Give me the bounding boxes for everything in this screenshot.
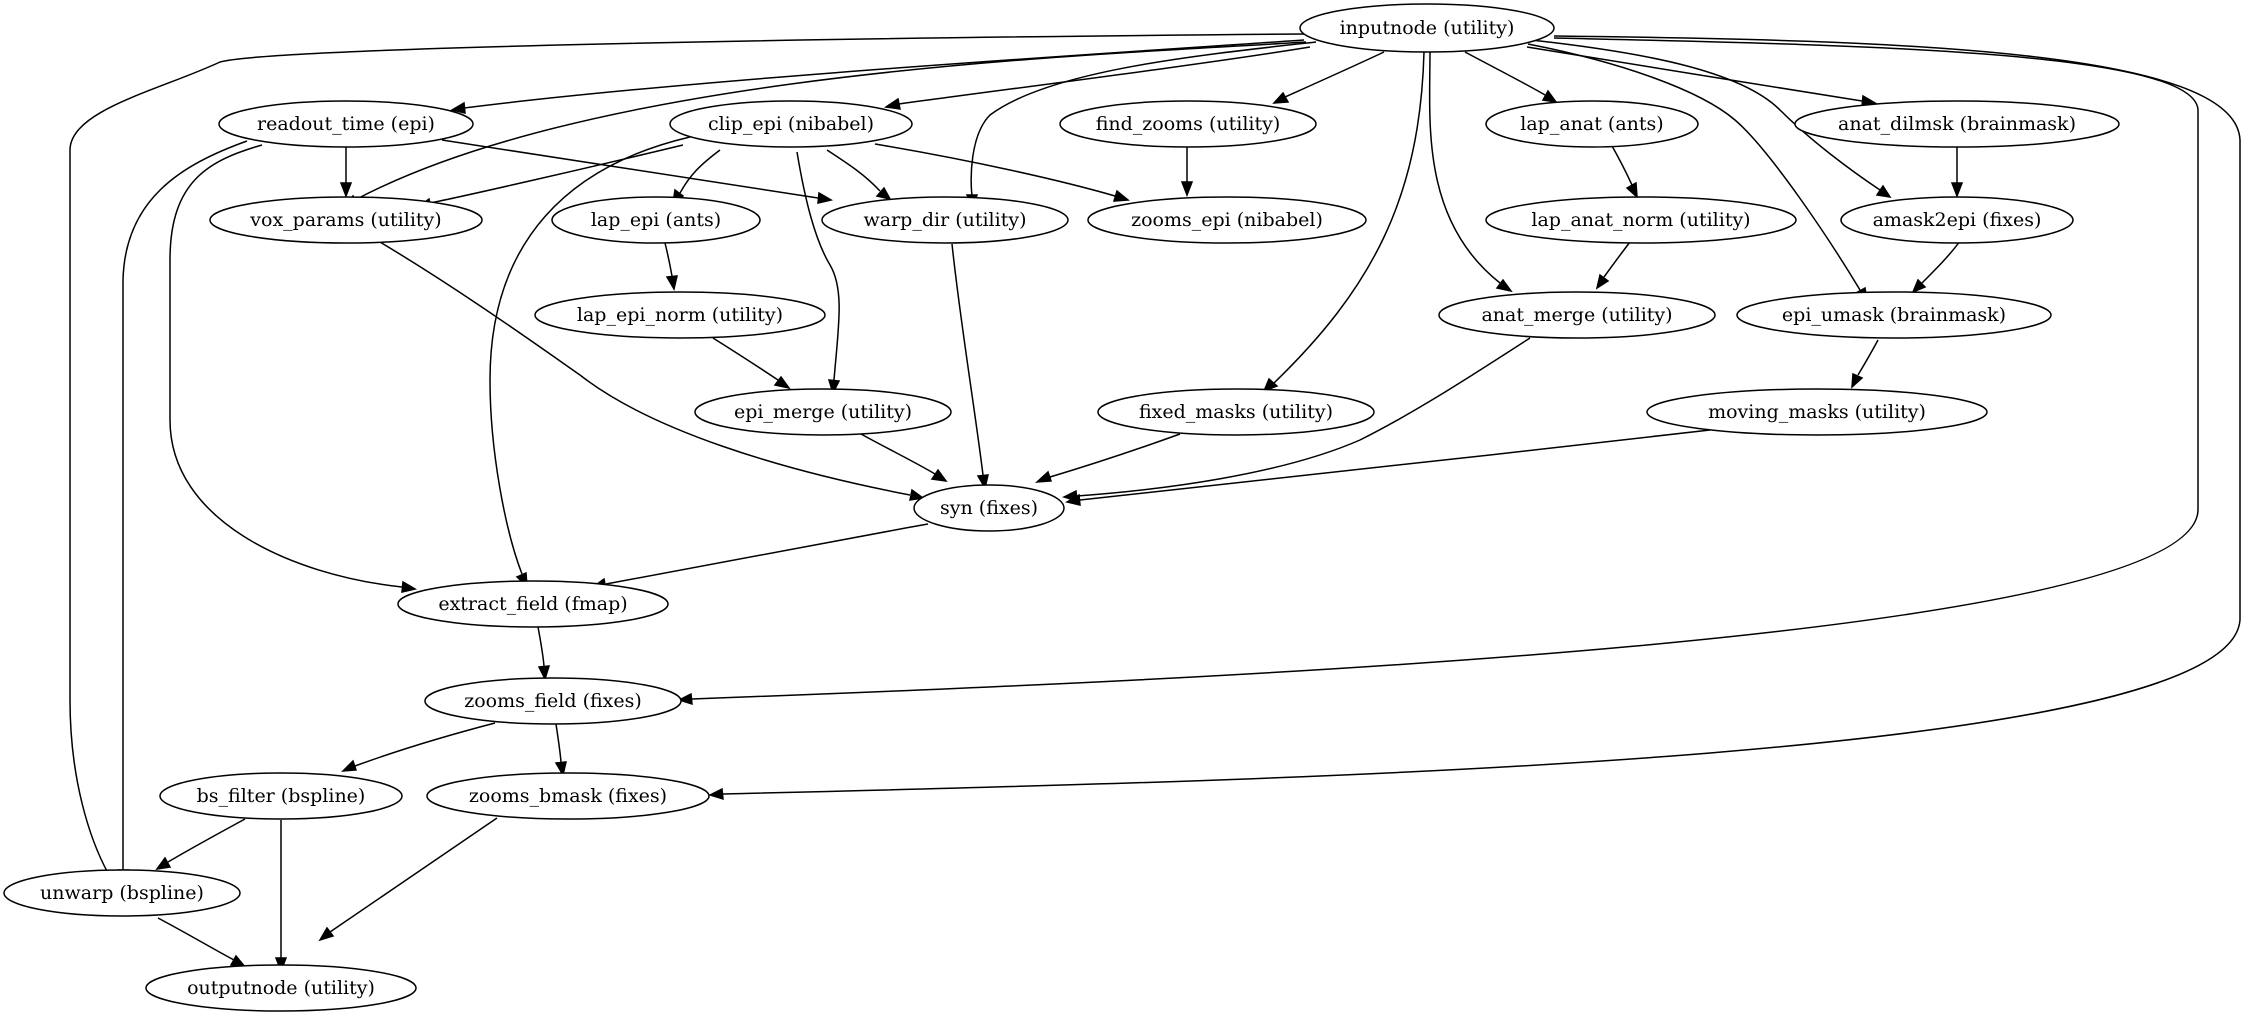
node-label: epi_umask (brainmask) [1782, 304, 2006, 326]
edge-warp_dir-syn [951, 243, 989, 491]
edge-inputnode-anat_dilmsk [1526, 46, 1878, 107]
node-lap_anat_norm[interactable]: lap_anat_norm (utility) [1485, 196, 1797, 244]
node-moving_masks[interactable]: moving_masks (utility) [1646, 388, 1988, 436]
edge-inputnode-zooms_field [676, 37, 2199, 706]
node-label: lap_epi_norm (utility) [577, 304, 783, 326]
edge-inputnode-epi_umask [1527, 43, 1869, 303]
edge-inputnode-fixed_masks [1262, 51, 1425, 393]
edge-clip_epi-warp_dir [826, 149, 892, 201]
edge-readout_time-unwarp [116, 140, 248, 884]
node-label: find_zooms (utility) [1096, 113, 1281, 135]
edge-lap_anat-lap_anat_norm [1611, 145, 1638, 199]
node-label: lap_epi (ants) [591, 209, 721, 231]
edge-moving_masks-syn [1064, 429, 1711, 506]
node-label: extract_field (fmap) [438, 593, 627, 615]
node-clip_epi[interactable]: clip_epi (nibabel) [669, 100, 913, 148]
node-unwarp[interactable]: unwarp (bspline) [3, 869, 241, 917]
edge-bs_filter-unwarp [155, 818, 246, 871]
node-bs_filter[interactable]: bs_filter (bspline) [159, 772, 403, 820]
edge-unwarp-outputnode [157, 917, 247, 969]
node-lap_epi[interactable]: lap_epi (ants) [551, 196, 761, 244]
node-amask2epi[interactable]: amask2epi (fixes) [1840, 196, 2074, 244]
node-label: anat_merge (utility) [1481, 304, 1672, 326]
node-label: zooms_bmask (fixes) [469, 785, 667, 807]
edge-bs_filter-outputnode [274, 820, 288, 974]
node-label: unwarp (bspline) [40, 882, 204, 904]
node-label: epi_merge (utility) [734, 401, 912, 423]
node-lap_anat[interactable]: lap_anat (ants) [1485, 100, 1699, 148]
edge-lap_anat_norm-anat_merge [1595, 241, 1631, 290]
node-label: vox_params (utility) [249, 209, 441, 231]
edge-lap_epi-lap_epi_norm [664, 242, 678, 292]
node-label: anat_dilmsk (brainmask) [1838, 113, 2076, 135]
edge-lap_epi_norm-epi_merge [712, 337, 791, 390]
node-anat_merge[interactable]: anat_merge (utility) [1438, 291, 1716, 339]
edge-zooms_field-zooms_bmask [554, 723, 567, 778]
node-zooms_bmask[interactable]: zooms_bmask (fixes) [426, 772, 710, 820]
edge-readout_time-warp_dir [441, 139, 834, 204]
edge-inputnode-readout_time [449, 39, 1305, 114]
node-epi_merge[interactable]: epi_merge (utility) [694, 388, 952, 436]
edge-inputnode-clip_epi [883, 46, 1311, 110]
edge-inputnode-amask2epi [1530, 39, 1892, 198]
edge-clip_epi-zooms_epi [874, 143, 1130, 202]
edge-vox_params-syn [379, 241, 925, 501]
node-outputnode[interactable]: outputnode (utility) [145, 964, 417, 1012]
node-lap_epi_norm[interactable]: lap_epi_norm (utility) [534, 291, 826, 339]
node-zooms_epi[interactable]: zooms_epi (nibabel) [1087, 196, 1367, 244]
node-label: readout_time (epi) [257, 113, 435, 135]
edge-epi_umask-moving_masks [1851, 339, 1879, 389]
node-epi_umask[interactable]: epi_umask (brainmask) [1736, 291, 2052, 339]
node-warp_dir[interactable]: warp_dir (utility) [821, 196, 1069, 244]
edge-amask2epi-epi_umask [1911, 240, 1961, 294]
node-label: inputnode (utility) [1340, 17, 1515, 39]
node-zooms_field[interactable]: zooms_field (fixes) [424, 677, 682, 725]
node-label: warp_dir (utility) [864, 209, 1027, 231]
edge-readout_time-extract_field [169, 144, 418, 593]
node-label: zooms_field (fixes) [464, 690, 642, 712]
edge-find_zooms-zooms_epi [1180, 146, 1194, 198]
edge-zooms_bmask-outputnode [318, 817, 498, 942]
node-label: lap_anat (ants) [1520, 113, 1663, 135]
node-label: moving_masks (utility) [1708, 401, 1926, 423]
node-label: bs_filter (bspline) [197, 785, 366, 807]
edge-inputnode-unwarp [69, 33, 1305, 887]
node-fixed_masks[interactable]: fixed_masks (utility) [1097, 388, 1375, 436]
edge-syn-extract_field [591, 523, 929, 590]
node-label: syn (fixes) [940, 497, 1038, 519]
node-find_zooms[interactable]: find_zooms (utility) [1059, 100, 1317, 148]
edge-inputnode-lap_anat [1464, 51, 1558, 104]
node-readout_time[interactable]: readout_time (epi) [218, 100, 474, 148]
node-label: clip_epi (nibabel) [708, 113, 874, 135]
node-inputnode[interactable]: inputnode (utility) [1299, 3, 1555, 53]
edge-zooms_field-bs_filter [341, 722, 496, 772]
node-vox_params[interactable]: vox_params (utility) [209, 196, 483, 244]
edge-clip_epi-epi_merge [796, 151, 841, 396]
edge-readout_time-vox_params [339, 143, 353, 199]
node-label: zooms_epi (nibabel) [1131, 209, 1323, 231]
edge-fixed_masks-syn [1034, 433, 1181, 483]
node-label: outputnode (utility) [187, 977, 375, 999]
node-label: lap_anat_norm (utility) [1531, 209, 1750, 231]
edge-epi_merge-syn [860, 433, 948, 482]
edge-inputnode-find_zooms [1272, 51, 1385, 104]
node-extract_field[interactable]: extract_field (fmap) [397, 580, 669, 628]
node-label: fixed_masks (utility) [1139, 401, 1333, 423]
node-syn[interactable]: syn (fixes) [913, 484, 1065, 532]
node-anat_dilmsk[interactable]: anat_dilmsk (brainmask) [1794, 100, 2120, 148]
edge-extract_field-zooms_field [537, 626, 551, 682]
edge-inputnode-anat_merge [1428, 51, 1513, 293]
edge-anat_dilmsk-amask2epi [1950, 146, 1964, 199]
node-label: amask2epi (fixes) [1873, 209, 2042, 231]
edge-inputnode-zooms_bmask [707, 35, 2241, 801]
